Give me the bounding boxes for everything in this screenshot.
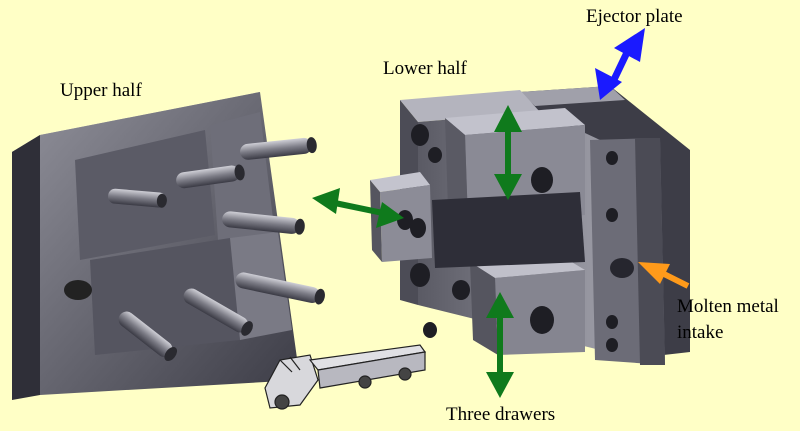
cast-toy-truck <box>264 344 427 410</box>
three-drawers-label: Three drawers <box>446 404 556 425</box>
molten-metal-intake-label-line2: intake <box>677 322 724 343</box>
upper-half-label: Upper half <box>60 80 142 101</box>
upper-half-mold <box>12 92 325 400</box>
lower-half-bolt-holes <box>397 124 618 352</box>
left-drawer-arrow <box>312 188 404 228</box>
bottom-drawer-arrow <box>486 292 514 398</box>
lower-half-mold <box>370 86 690 365</box>
molten-metal-intake-arrow <box>638 262 690 289</box>
ejector-plate-arrow <box>595 28 645 100</box>
top-drawer-arrow <box>494 105 522 200</box>
ejector-plate-label: Ejector plate <box>586 6 683 27</box>
lower-half-label: Lower half <box>383 58 467 79</box>
upper-half-pins <box>108 137 325 362</box>
molten-metal-intake-label-line1: Molten metal <box>677 296 779 317</box>
